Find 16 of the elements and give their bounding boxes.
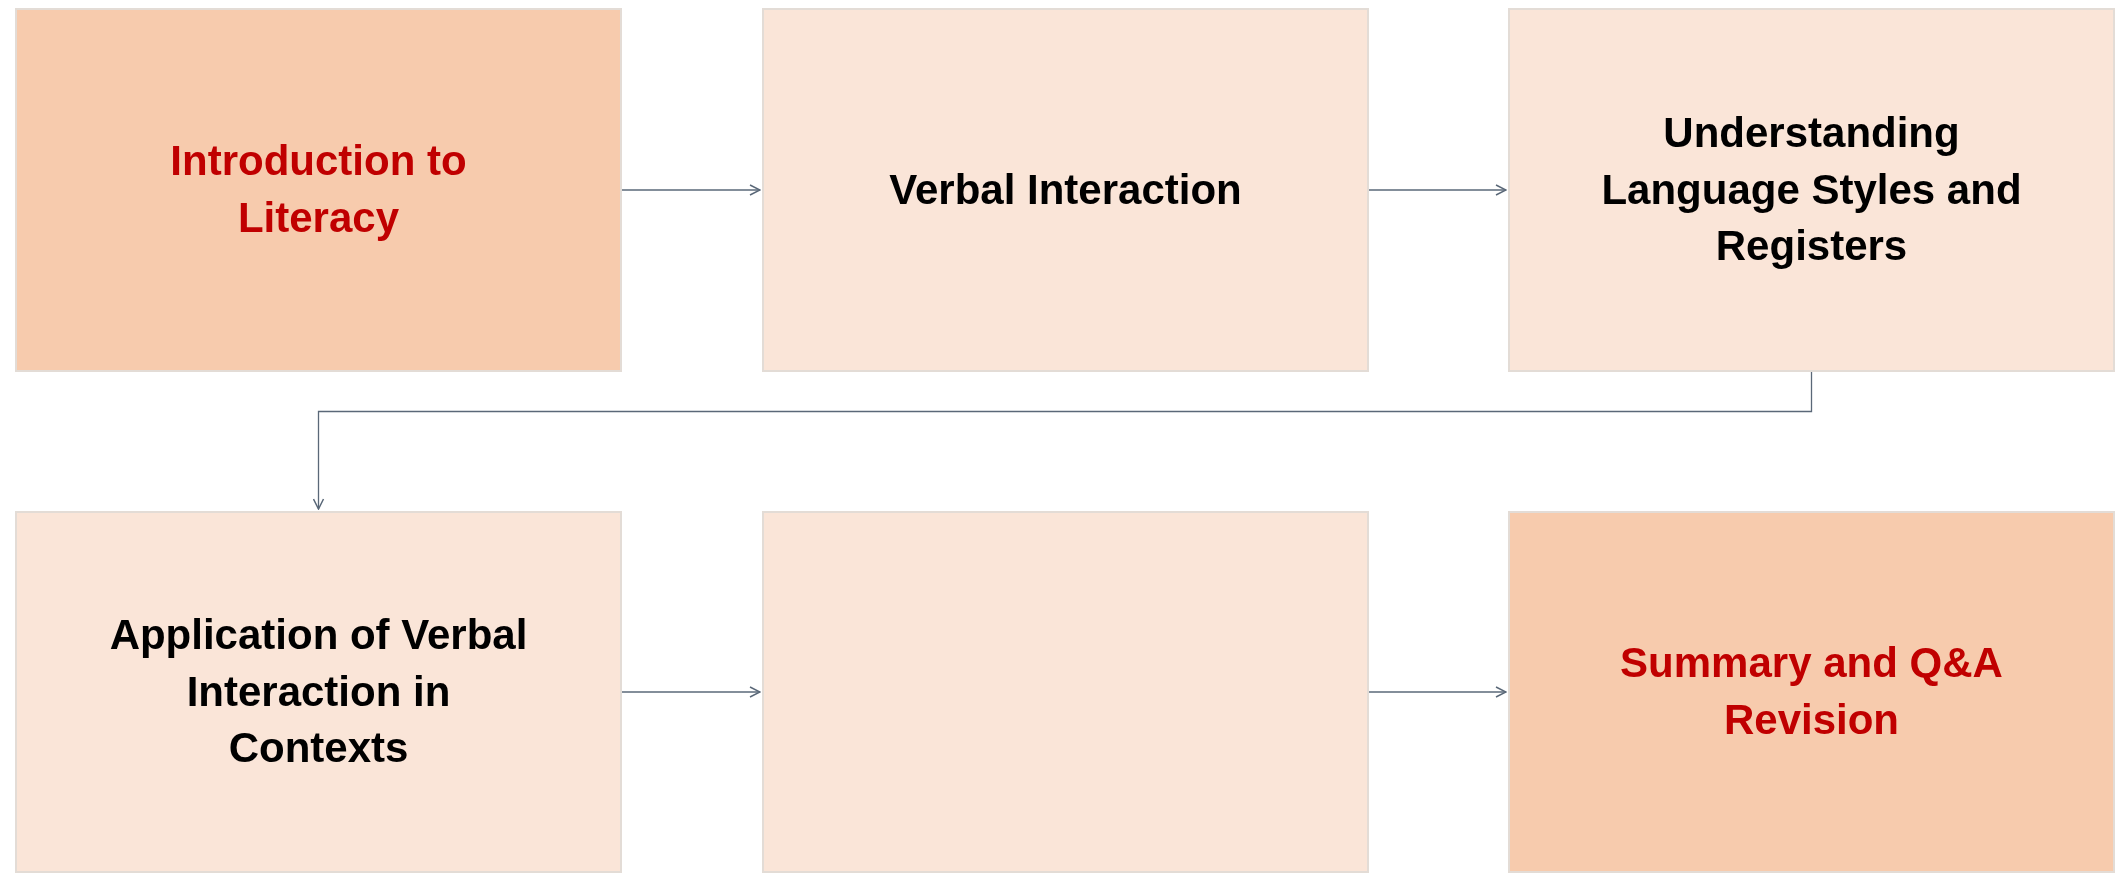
box-label: Introduction to Literacy (169, 136, 468, 243)
box-label: Application of Verbal Interaction in Contexts (108, 609, 529, 774)
arrow (312, 371, 1813, 510)
box-label: Understanding Language Styles and Registers (1600, 107, 2023, 272)
box-label: Summary and Q&A Revision (1619, 638, 2004, 745)
arrow (1368, 686, 1507, 698)
arrow (621, 184, 761, 196)
empty-box (762, 511, 1369, 873)
process-box (1508, 8, 2115, 372)
box-label: Verbal Interaction (889, 164, 1242, 215)
process-box (15, 511, 622, 873)
arrow (1368, 184, 1507, 196)
process-box (15, 8, 622, 372)
arrow (621, 686, 761, 698)
process-box (1508, 511, 2115, 873)
process-box (762, 8, 1369, 372)
